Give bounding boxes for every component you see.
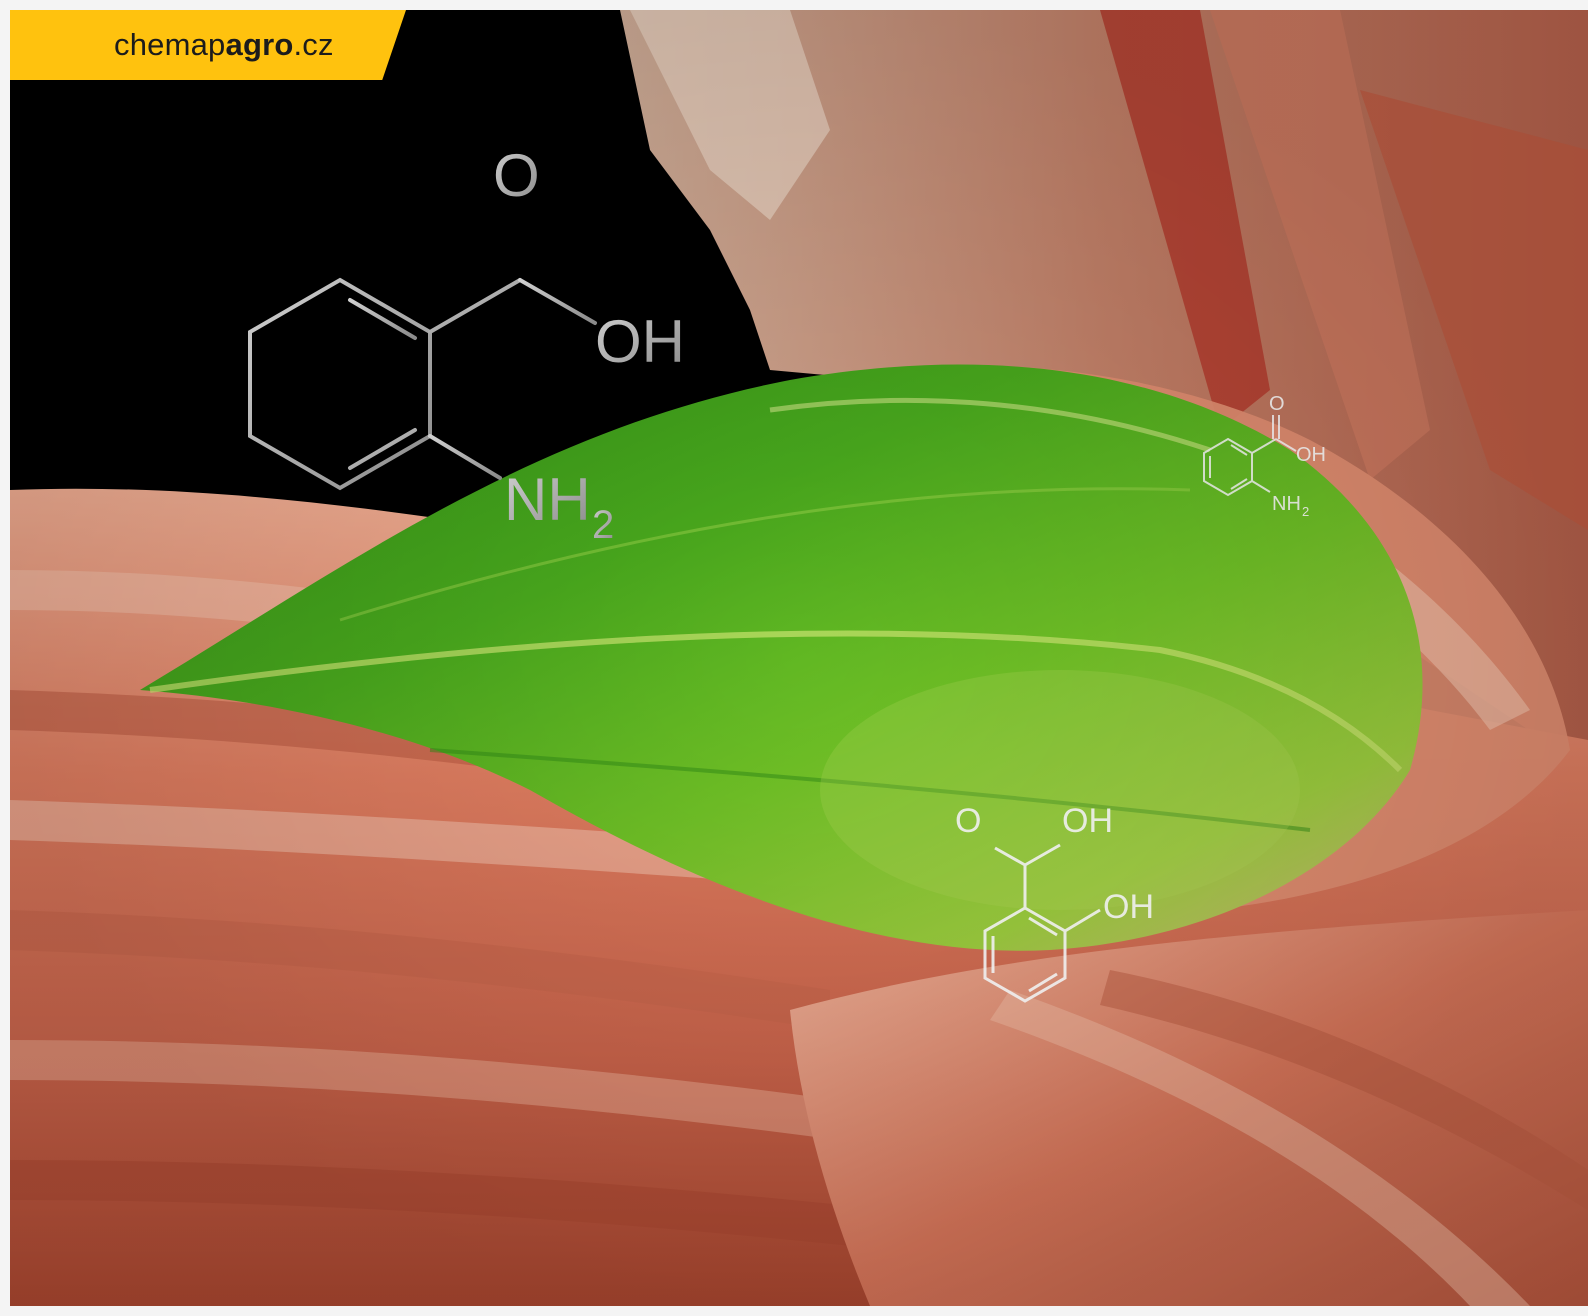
- molecule-subscript: 2: [592, 503, 614, 547]
- molecule-label: O: [955, 802, 981, 840]
- molecule-label: OH: [1062, 802, 1113, 840]
- brand-suffix: .cz: [293, 27, 334, 62]
- anthranilic-acid-molecule-large: [248, 208, 597, 491]
- molecule-label: NH: [1272, 493, 1301, 515]
- molecule-label: NH: [504, 466, 591, 533]
- molecule-label: OH: [1296, 444, 1326, 466]
- brand-prefix: chemap: [114, 27, 226, 62]
- brand-highlight: agro: [225, 27, 294, 62]
- salicylic-acid-molecule: [983, 843, 1101, 1003]
- molecule-subscript: 2: [1302, 504, 1309, 519]
- hero-artwork: O OH NH 2 O OH NH 2: [10, 10, 1588, 1306]
- molecule-label: OH: [595, 308, 685, 375]
- muscle-leaf-illustration: O OH NH 2 O OH NH 2: [10, 10, 1588, 1306]
- molecule-label: OH: [1103, 888, 1154, 926]
- molecule-label: O: [1269, 393, 1285, 415]
- molecule-label: O: [493, 142, 540, 209]
- anthranilic-acid-molecule-small: [1203, 415, 1297, 497]
